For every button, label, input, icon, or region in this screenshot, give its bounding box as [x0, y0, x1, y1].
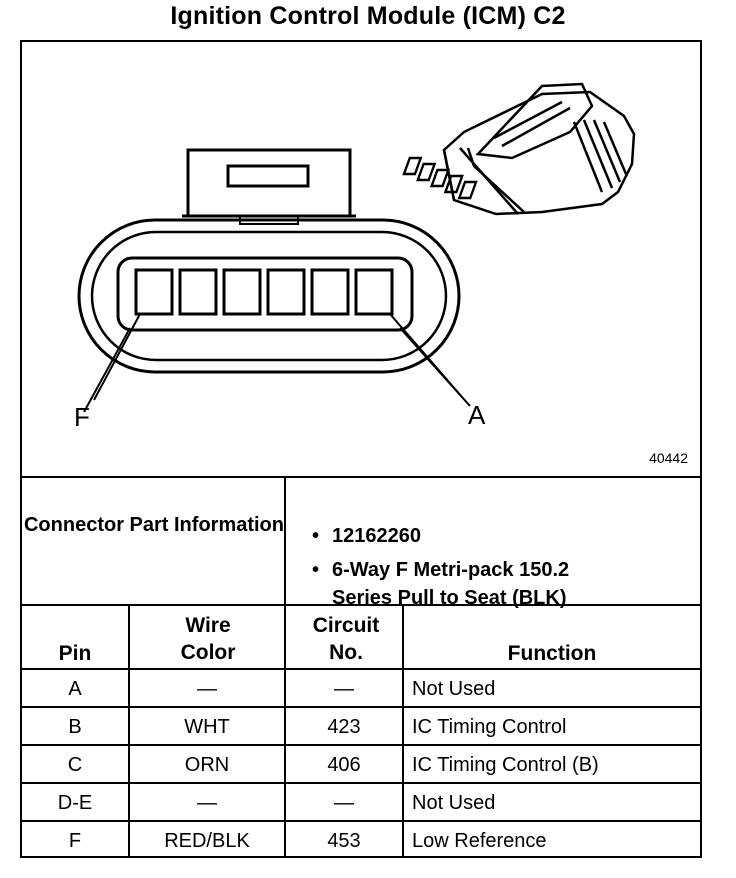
divider — [128, 604, 130, 858]
table-row: B WHT 423 IC Timing Control — [22, 708, 700, 746]
row-pin: B — [68, 716, 82, 738]
divider — [22, 820, 700, 822]
divider — [22, 744, 700, 746]
row-circuit: 453 — [327, 830, 361, 852]
divider — [22, 476, 700, 478]
row-circuit: 423 — [327, 716, 361, 738]
table-row: D-E — — Not Used — [22, 784, 700, 822]
divider — [22, 604, 700, 606]
row-circuit: — — [334, 678, 354, 700]
header-function: Function — [507, 642, 597, 665]
row-function: Not Used — [412, 678, 496, 700]
row-wire-color: — — [197, 792, 217, 814]
row-function: Not Used — [412, 792, 496, 814]
connector-iso-view — [402, 82, 636, 216]
row-pin: F — [68, 830, 82, 852]
page-title: Ignition Control Module (ICM) C2 — [170, 2, 566, 30]
pin-a-label: A — [468, 400, 486, 430]
divider — [22, 668, 700, 670]
figure-number: 40442 — [649, 450, 688, 466]
row-function: Low Reference — [412, 830, 547, 852]
header-pin: Pin — [58, 642, 92, 665]
divider — [284, 476, 286, 604]
divider — [22, 782, 700, 784]
row-pin: D-E — [57, 792, 93, 814]
divider — [402, 604, 404, 858]
row-wire-color: ORN — [184, 754, 230, 776]
row-function: IC Timing Control (B) — [412, 754, 599, 776]
row-pin: C — [67, 754, 83, 776]
row-pin: A — [68, 678, 82, 700]
connector-sheet: F A 40442 Connector Part Information 121… — [20, 40, 702, 858]
part-number: 12162260 — [308, 522, 582, 550]
connector-info-label: Connector Part Information — [22, 512, 286, 538]
row-function: IC Timing Control — [412, 716, 567, 738]
row-circuit: 406 — [327, 754, 361, 776]
connector-type: 6-Way F Metri-pack 150.2 Series Pull to … — [308, 556, 582, 612]
table-row: A — — Not Used — [22, 670, 700, 708]
table-row: F RED/BLK 453 Low Reference — [22, 822, 700, 860]
pin-f-label: F — [74, 402, 90, 432]
row-wire-color: RED/BLK — [164, 830, 250, 852]
connector-face-view — [77, 148, 471, 413]
row-circuit: — — [334, 792, 354, 814]
divider — [284, 604, 286, 858]
connector-info-label-text: Connector Part Information — [23, 514, 284, 536]
connector-info-list: 12162260 6-Way F Metri-pack 150.2 Series… — [308, 522, 582, 612]
divider — [22, 706, 700, 708]
row-wire-color: WHT — [184, 716, 230, 738]
header-wire-color: Wire Color — [180, 614, 236, 664]
table-row: C ORN 406 IC Timing Control (B) — [22, 746, 700, 784]
header-circuit: Circuit No. — [312, 614, 380, 664]
connector-drawing — [77, 82, 636, 413]
row-wire-color: — — [197, 678, 217, 700]
